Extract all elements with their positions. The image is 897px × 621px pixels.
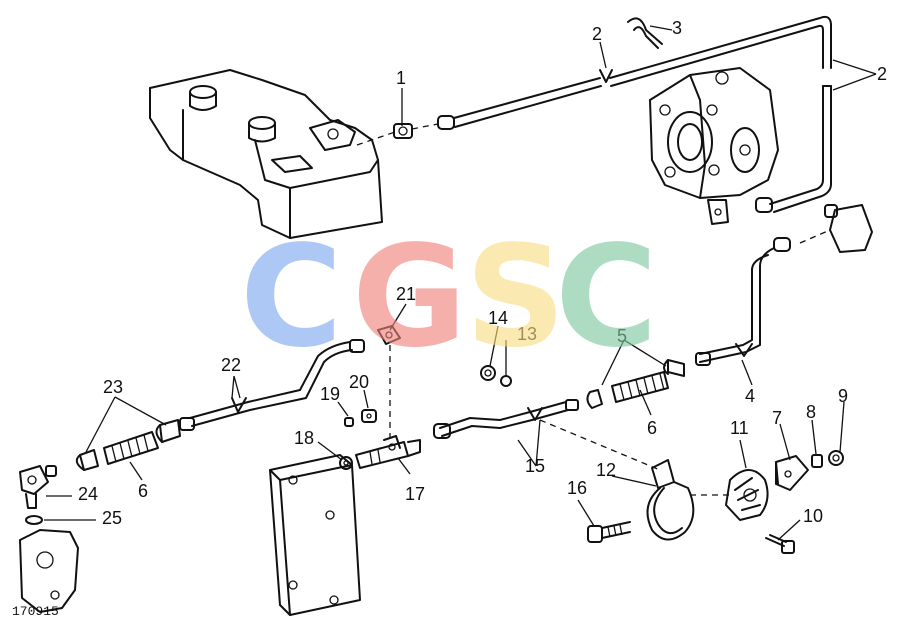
mounting-bracket [149,69,383,239]
plug-19 [344,417,354,427]
hydraulic-pump [649,67,779,225]
connector-17 [355,435,421,469]
clamp-12 [646,459,730,541]
callout-2-top: 2 [592,24,602,44]
watermark-letter-g: G [352,216,467,379]
callout-24: 24 [78,484,98,504]
valve-right [799,204,873,253]
bracket-11 [725,469,769,521]
callout-14: 14 [488,308,508,328]
callout-labels: 1 2 2 3 4 5 6 6 7 8 9 10 11 12 13 14 15 … [78,18,887,528]
callout-22: 22 [221,355,241,375]
bolt-16 [587,521,631,543]
leader-lines [44,25,877,541]
callout-2-right: 2 [877,64,887,84]
callout-7: 7 [772,408,782,428]
o-ring-25 [25,515,43,525]
callout-20: 20 [349,372,369,392]
tube-15 [433,401,661,471]
watermark: C G S C [240,216,658,379]
hose-6-right [565,371,669,411]
callout-1: 1 [396,68,406,88]
callout-11: 11 [730,418,749,438]
hose-6-left [75,431,159,471]
callout-23: 23 [103,377,123,397]
callout-12: 12 [596,460,616,480]
nut-8 [811,454,823,468]
fitting-24 [19,465,57,509]
callout-13: 13 [517,324,537,344]
figure-number: 170915 [12,604,59,619]
watermark-letter-c1: C [240,216,343,379]
callout-5: 5 [617,326,627,346]
callout-19: 19 [320,384,340,404]
callout-4: 4 [745,386,755,406]
clip-3 [627,17,663,49]
watermark-letter-c2: C [555,216,658,379]
upper-tube [356,15,832,213]
nut-14 [480,365,496,381]
bolt-10 [765,534,795,554]
lower-block [269,454,361,616]
callout-21: 21 [396,284,416,304]
watermark-letter-s: S [465,216,566,379]
valve-body [19,529,79,613]
block-7 [775,455,809,491]
callout-6-left: 6 [138,481,148,501]
tube-4 [663,237,791,377]
callout-10: 10 [803,506,823,526]
callout-25: 25 [102,508,122,528]
callout-17: 17 [405,484,425,504]
callout-15: 15 [525,456,545,476]
fitting-1 [393,123,413,139]
callout-18: 18 [294,428,314,448]
callout-9: 9 [838,386,848,406]
fitting-21 [377,325,401,440]
tube-22 [155,339,365,443]
callout-8: 8 [806,402,816,422]
callout-6-right: 6 [647,418,657,438]
callout-16: 16 [567,478,587,498]
washer-9 [828,450,844,466]
callout-3: 3 [672,18,682,38]
plug-20 [361,409,377,423]
